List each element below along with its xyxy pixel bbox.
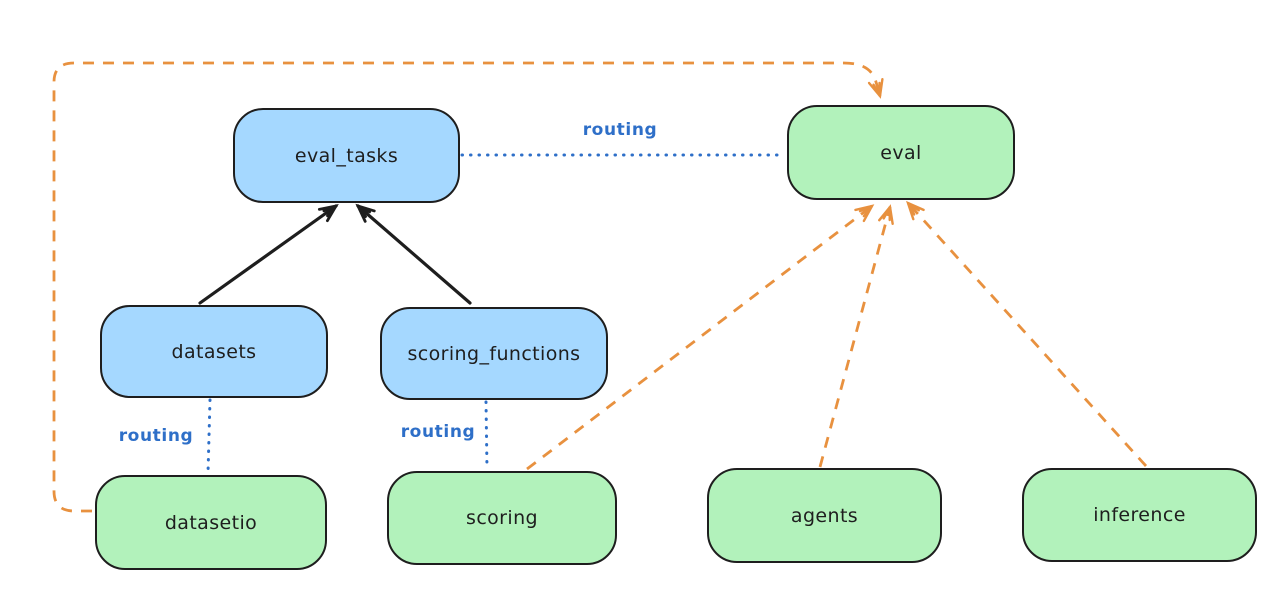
- node-datasetio-label: datasetio: [164, 511, 258, 534]
- edge-agents-to-eval-arrowhead-0: [878, 204, 894, 225]
- edge-label-routing-scoringfunctions-scoring: routing: [400, 422, 476, 442]
- node-eval: eval: [787, 105, 1015, 200]
- edge-inference-to-eval-arrowhead-0: [906, 200, 925, 221]
- node-inference-label: inference: [1093, 504, 1186, 526]
- edge-label-routing-datasets-datasetio: routing: [118, 426, 194, 446]
- edge-datasets-to-datasetio: [206, 398, 212, 475]
- node-datasetio: datasetio: [95, 475, 327, 570]
- edge-datasets-to-eval_tasks-arrowhead-0: [317, 204, 339, 223]
- node-eval-label: eval: [880, 141, 922, 164]
- edge-scoring_functions-to-eval_tasks: [356, 204, 472, 305]
- edge-scoring-to-eval-arrowhead-0: [854, 204, 875, 223]
- node-scoring-label: scoring: [466, 507, 538, 529]
- node-scoring-functions: scoring_functions: [380, 307, 608, 400]
- edge-scoring_functions-to-eval_tasks-arrowhead-1: [356, 204, 371, 219]
- node-eval-tasks-label: eval_tasks: [294, 144, 399, 167]
- edge-datasets-to-eval_tasks: [198, 204, 338, 305]
- node-inference: inference: [1022, 468, 1257, 562]
- edge-scoring-to-eval-arrowhead-1: [858, 204, 873, 218]
- node-datasets: datasets: [100, 305, 328, 398]
- node-agents-label: agents: [790, 504, 859, 527]
- node-scoring: scoring: [387, 471, 617, 565]
- edge-agents-to-eval: [818, 206, 892, 468]
- node-agents: agents: [707, 468, 942, 563]
- edge-inference-to-eval: [906, 202, 1148, 467]
- edge-agents-to-eval-arrowhead-1: [882, 206, 892, 222]
- edge-datasetio-to-eval-arrowhead-0: [867, 77, 884, 99]
- edge-label-routing-evaltasks-eval: routing: [582, 120, 658, 140]
- node-scoring-functions-label: scoring_functions: [407, 342, 581, 365]
- node-eval-tasks: eval_tasks: [233, 108, 460, 203]
- edge-inference-to-eval-arrowhead-1: [906, 202, 920, 216]
- edge-scoring_functions-to-eval_tasks-arrowhead-0: [355, 203, 376, 223]
- edge-datasetio-to-eval-arrowhead-1: [872, 81, 882, 97]
- edge-datasets-to-eval_tasks-arrowhead-1: [322, 204, 338, 218]
- edge-scoring_functions-to-scoring: [484, 400, 489, 471]
- node-datasets-label: datasets: [171, 340, 257, 363]
